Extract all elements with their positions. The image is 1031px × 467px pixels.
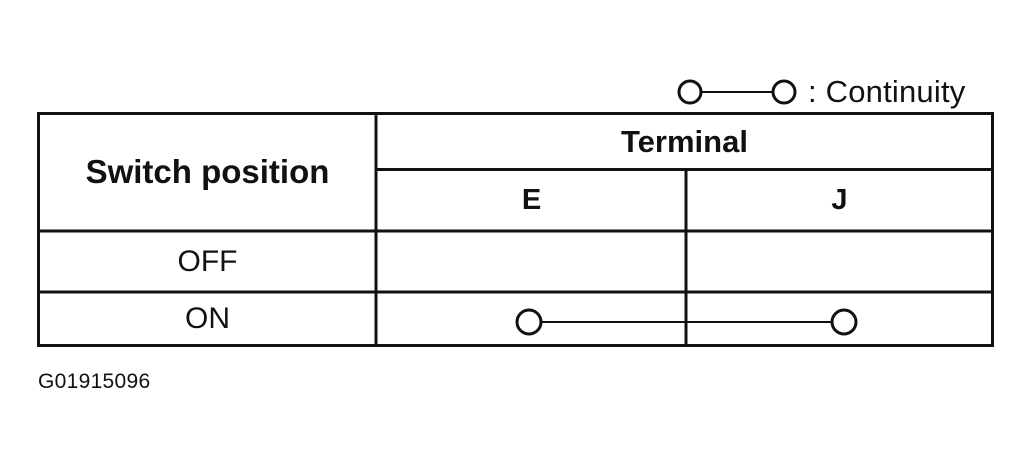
legend-label: : Continuity bbox=[808, 74, 966, 109]
terminal-e-header: E bbox=[521, 184, 542, 216]
row-label-on: ON bbox=[185, 302, 230, 335]
terminal-j-dot bbox=[830, 308, 858, 336]
continuity-symbol-icon bbox=[677, 79, 797, 105]
terminal-header: Terminal bbox=[621, 123, 748, 159]
on-row-continuity bbox=[515, 308, 858, 336]
terminal-e-dot bbox=[515, 308, 543, 336]
continuity-legend: : Continuity bbox=[676, 72, 965, 112]
row-label-off: OFF bbox=[177, 245, 238, 278]
switch-position-header: Switch position bbox=[85, 153, 330, 190]
terminal-j-header: J bbox=[831, 184, 848, 216]
figure-id: G01915096 bbox=[38, 370, 151, 393]
